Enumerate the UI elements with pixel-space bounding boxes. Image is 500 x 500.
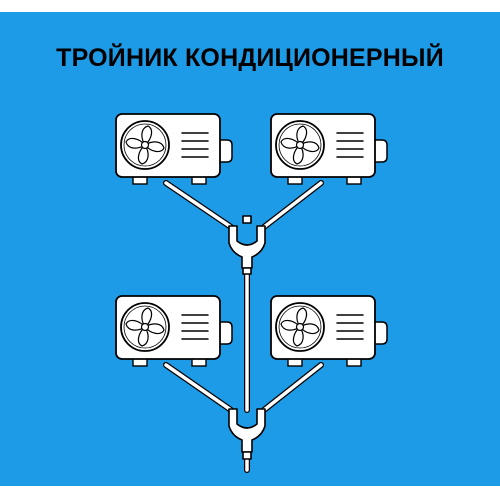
air-conditioner-outdoor-unit-icon [115,113,233,185]
diagram-title: ТРОЙНИК КОНДИЦИОНЕРНЫЙ [56,44,444,72]
outdoor-unit-bottom-right [270,295,388,367]
refrigerant-y-branch-icon [228,215,266,275]
outdoor-unit-top-left [115,113,233,185]
air-conditioner-outdoor-unit-icon [270,113,388,185]
air-conditioner-outdoor-unit-icon [115,295,233,367]
tee-junction-lower [228,408,266,460]
refrigerant-y-branch-icon [228,408,266,460]
tee-junction-upper [228,215,266,275]
air-conditioner-outdoor-unit-icon [270,295,388,367]
outdoor-unit-top-right [270,113,388,185]
outdoor-unit-bottom-left [115,295,233,367]
